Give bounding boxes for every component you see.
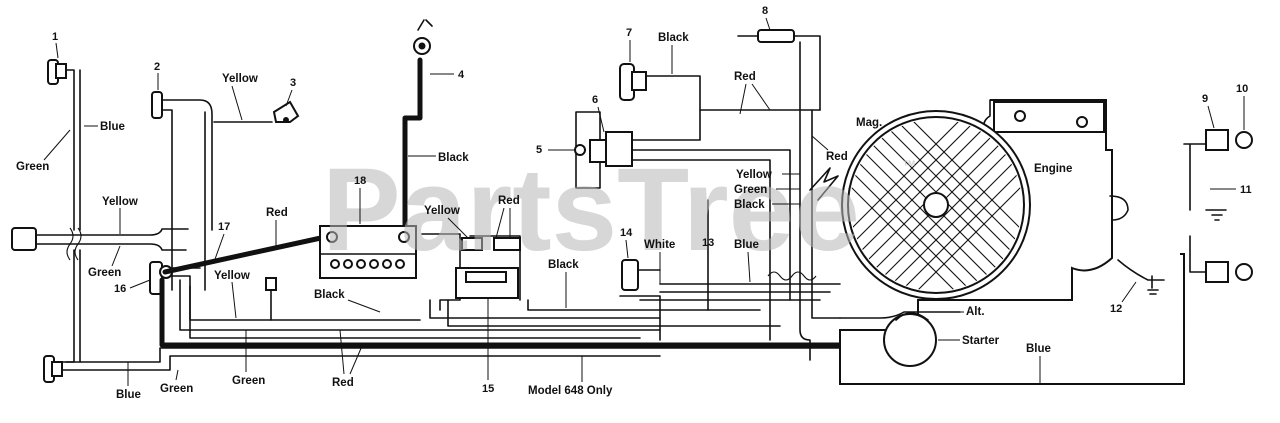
relay-block [421,233,781,327]
part-number-9: 9 [1202,93,1208,105]
connector-8 [737,29,821,111]
part-number-8: 8 [762,5,768,17]
label-blue-13: Blue [734,239,759,251]
light-7 [619,63,701,111]
wire-labels: Blue Green Yellow Yellow Green Red Yello… [16,32,1051,401]
label-mag: Mag. [856,117,882,129]
label-starter: Starter [962,335,1000,347]
label-engine: Engine [1034,163,1072,175]
part-number-2: 2 [154,61,160,73]
right-switches [1109,129,1253,331]
part-number-7: 7 [626,27,632,39]
headlight-1 [47,59,67,85]
part-number-13: 13 [702,237,714,249]
right-harness [619,109,841,361]
part-number-16: 16 [114,283,126,295]
label-red-17: Red [266,207,288,219]
part-number-4: 4 [458,69,465,81]
label-yellow-upper: Yellow [222,73,258,85]
part-number-5: 5 [536,144,542,156]
light-bottom-left [43,355,63,383]
label-black-right: Black [734,199,765,211]
label-yellow-lower: Yellow [214,270,250,282]
label-red-center: Red [498,195,520,207]
ignition-switch-16 [149,261,661,339]
label-yellow-right: Yellow [736,169,772,181]
label-white-14: White [644,239,675,251]
label-green-left: Green [16,161,49,173]
part-number-12: 12 [1110,303,1122,315]
label-yellow-center: Yellow [424,205,460,217]
part-number-17: 17 [218,221,230,233]
switch-2 [151,91,213,291]
left-harness [35,69,901,371]
part-numbers: 1 2 3 4 5 6 7 8 9 10 11 12 13 14 15 16 1… [52,5,1252,395]
label-red-mag: Red [826,151,848,163]
label-blue-bottom-left: Blue [116,389,141,401]
watermark-text: PartsTree [322,144,860,276]
battery-18 [319,225,417,279]
connector-plug-left [11,227,37,251]
label-blue-bottom-right: Blue [1026,343,1051,355]
label-model-648-only: Model 648 Only [528,385,613,397]
part-number-10: 10 [1236,83,1248,95]
part-3-clip [213,100,300,123]
label-alt: Alt. [966,306,985,318]
label-black-4: Black [438,152,469,164]
part-14 [621,259,661,291]
label-green-mid-left: Green [88,267,121,279]
label-green-bottom-2: Green [232,375,265,387]
key-switch-6 [574,109,821,341]
part-number-1: 1 [52,31,58,43]
label-red-top: Red [734,71,756,83]
label-black-top: Black [658,32,689,44]
part-number-11: 11 [1240,184,1252,196]
part-number-15: 15 [482,383,494,395]
label-green-bottom: Green [160,383,193,395]
part-number-3: 3 [290,77,296,89]
label-yellow-left: Yellow [102,196,138,208]
label-green-right: Green [734,184,767,196]
part-number-6: 6 [592,94,598,106]
label-black-center: Black [548,259,579,271]
fuse-holder [265,277,277,321]
component-labels: Mag. Engine Alt. Starter Model 648 Only [528,117,1072,397]
watermark-trademark: ™ [902,157,916,173]
part-number-14: 14 [620,227,633,239]
label-black-lower: Black [314,289,345,301]
watermark: PartsTree ™ [322,144,916,276]
label-red-bottom: Red [332,377,354,389]
engine [809,99,1185,385]
label-blue-left: Blue [100,121,125,133]
part-number-18: 18 [354,175,366,187]
